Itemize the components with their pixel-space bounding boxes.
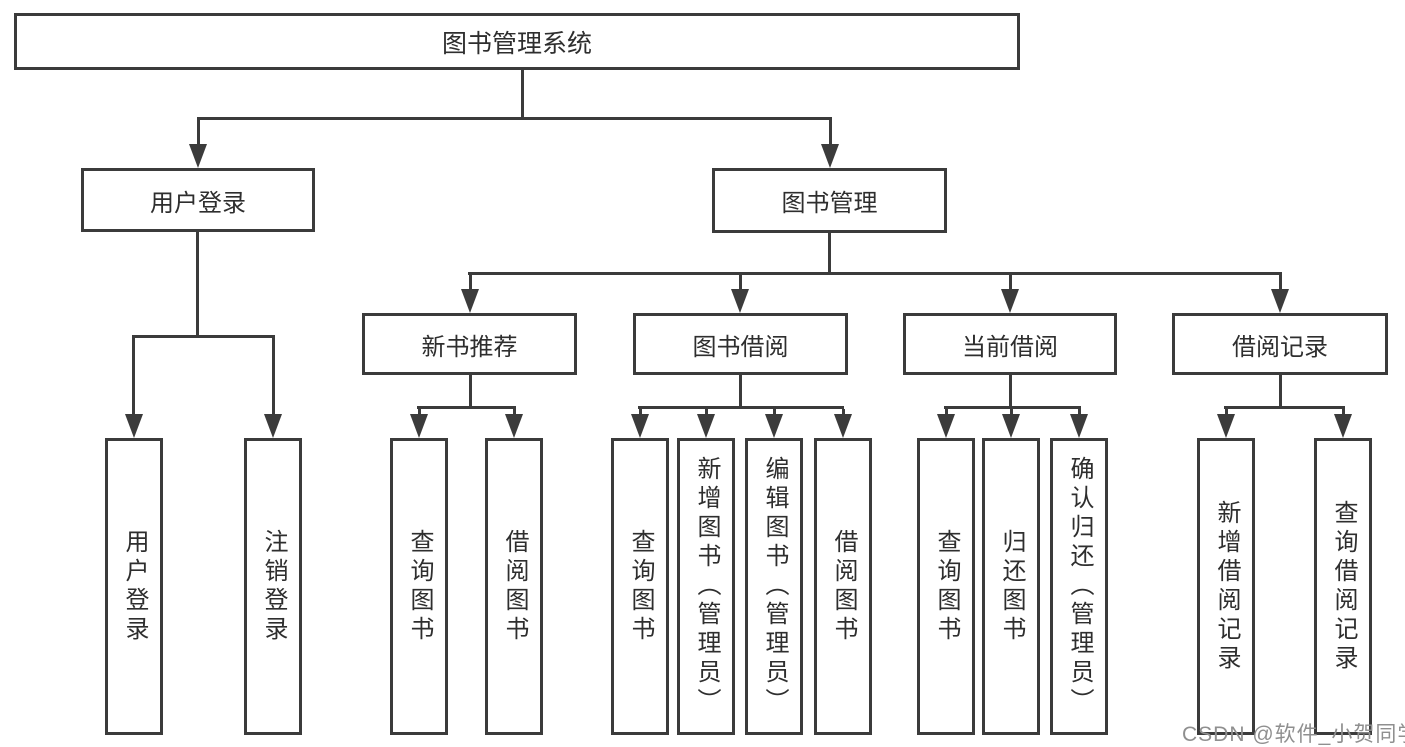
arrow-to-user-login (189, 144, 207, 168)
leaf-borrow-books-borrow: 借阅图书 (814, 438, 872, 735)
connector-drop-g2-2 (513, 409, 516, 417)
node-book-borrow: 图书借阅 (633, 313, 848, 375)
leaf-borrow-books-recommend: 借阅图书 (485, 438, 543, 735)
connector-drop-g3-4 (842, 409, 845, 417)
arrow-to-book-management (821, 144, 839, 168)
arrow-to-add-books-admin (697, 414, 715, 438)
leaf-query-books-recommend: 查询图书 (390, 438, 448, 735)
arrow-to-new-book (461, 289, 479, 313)
connector-drop-user-login (197, 119, 200, 146)
csdn-watermark: CSDN @软件_小贺同学 (1182, 723, 1405, 746)
arrow-to-borrow-books-borrow (834, 414, 852, 438)
connector-drop-g2-1 (418, 409, 421, 417)
arrow-to-borrow-books-recommend (505, 414, 523, 438)
node-borrow-records: 借阅记录 (1172, 313, 1388, 375)
arrow-to-leaf-user-login (125, 414, 143, 438)
connector-drop-g4-3 (1078, 409, 1081, 417)
leaf-return-books: 归还图书 (982, 438, 1040, 735)
arrow-to-query-books-recommend (410, 414, 428, 438)
connector-level2-split (197, 117, 832, 120)
connector-drop-book-management (829, 119, 832, 146)
connector-level3-split (468, 272, 1282, 275)
arrow-to-add-borrow-record (1217, 414, 1235, 438)
arrow-to-query-books-borrow (631, 414, 649, 438)
arrow-to-return-books (1002, 414, 1020, 438)
connector-borrow-records-feed (1279, 375, 1282, 408)
leaf-query-books-current: 查询图书 (917, 438, 975, 735)
connector-drop-g3-3 (773, 409, 776, 417)
connector-drop-leaf-user-login (132, 337, 135, 416)
node-user-login: 用户登录 (81, 168, 315, 232)
arrow-to-current-borrow (1001, 289, 1019, 313)
connector-user-login-feed (196, 232, 199, 337)
connector-root-feed (521, 70, 524, 119)
leaf-add-borrow-record: 新增借阅记录 (1197, 438, 1255, 735)
leaf-confirm-return-admin: 确认归还（管理员） (1050, 438, 1108, 735)
connector-drop-g5-1 (1225, 409, 1228, 417)
leaf-add-books-admin: 新增图书（管理员） (677, 438, 735, 735)
node-new-book-recommend: 新书推荐 (362, 313, 577, 375)
arrow-to-borrow-records (1271, 289, 1289, 313)
connector-drop-g4-1 (945, 409, 948, 417)
connector-book-borrow-split (638, 406, 844, 409)
connector-drop-new-book (469, 274, 472, 291)
connector-new-book-split (417, 406, 516, 409)
leaf-edit-books-admin: 编辑图书（管理员） (745, 438, 803, 735)
connector-drop-leaf-logout (272, 337, 275, 416)
leaf-user-login: 用户登录 (105, 438, 163, 735)
connector-book-management-feed (828, 233, 831, 274)
connector-drop-book-borrow (739, 274, 742, 291)
connector-drop-g4-2 (1010, 409, 1013, 417)
connector-drop-g5-2 (1342, 409, 1345, 417)
arrow-to-edit-books-admin (765, 414, 783, 438)
leaf-query-borrow-record: 查询借阅记录 (1314, 438, 1372, 735)
connector-login-split (132, 335, 275, 338)
connector-drop-g3-1 (639, 409, 642, 417)
arrow-to-query-borrow-record (1334, 414, 1352, 438)
arrow-to-book-borrow (731, 289, 749, 313)
leaf-query-books-borrow: 查询图书 (611, 438, 669, 735)
arrow-to-confirm-return-admin (1070, 414, 1088, 438)
leaf-logout-login: 注销登录 (244, 438, 302, 735)
node-library-management-system: 图书管理系统 (14, 13, 1020, 70)
arrow-to-leaf-logout (264, 414, 282, 438)
connector-borrow-records-split (1224, 406, 1345, 409)
connector-drop-current-borrow (1009, 274, 1012, 291)
connector-current-borrow-split (944, 406, 1081, 409)
connector-current-borrow-feed (1009, 375, 1012, 408)
connector-new-book-feed (469, 375, 472, 408)
node-book-management: 图书管理 (712, 168, 947, 233)
arrow-to-query-books-current (937, 414, 955, 438)
node-current-borrow: 当前借阅 (903, 313, 1117, 375)
connector-drop-borrow-records (1279, 274, 1282, 291)
connector-book-borrow-feed (739, 375, 742, 408)
connector-drop-g3-2 (705, 409, 708, 417)
